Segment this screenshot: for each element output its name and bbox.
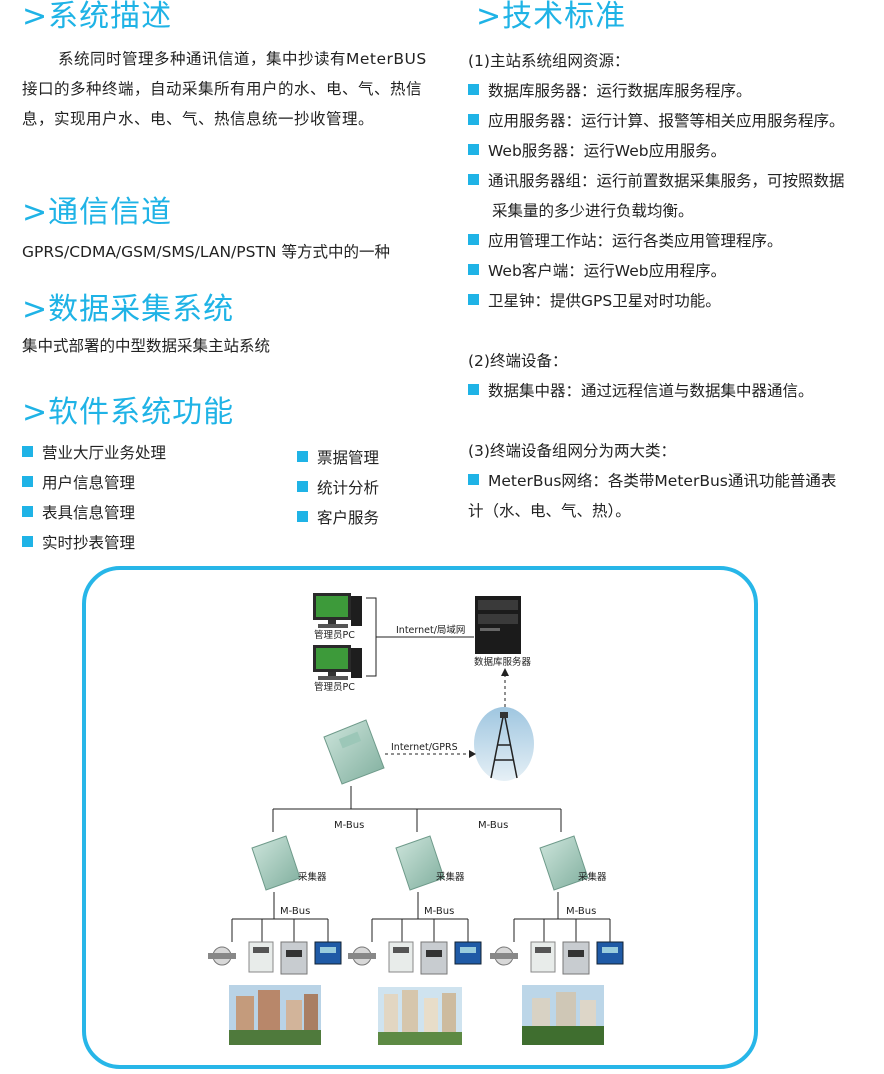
residential-building-photo-3	[522, 985, 604, 1045]
collector-1-label: 采集器	[298, 871, 327, 883]
data-concentrator-icon	[323, 719, 385, 785]
bullet-square-icon	[297, 451, 308, 462]
meter-group-1	[208, 941, 342, 975]
section-title-channels: >通信信道	[22, 195, 173, 230]
group1-header: (1)主站系统组网资源：	[468, 52, 630, 70]
data-collection-text: 集中式部署的中型数据采集主站系统	[22, 337, 271, 355]
bullet-square-icon	[468, 264, 479, 275]
meter-group-2	[348, 941, 482, 975]
section-title-data-collection: >数据采集系统	[22, 292, 235, 327]
residential-building-photo-2	[378, 987, 462, 1045]
database-server-label: 数据库服务器	[474, 656, 532, 668]
lan-link-label: Internet/局域网	[396, 624, 465, 636]
bullet-square-icon	[468, 84, 479, 95]
bullet-square-icon	[468, 384, 479, 395]
admin-pc-2-icon	[313, 645, 362, 680]
electricity-meter-icon	[248, 941, 274, 973]
residential-building-photo-1	[229, 985, 321, 1045]
list-item: 客户服务	[297, 503, 379, 533]
sub-bus-2	[371, 892, 469, 942]
database-server-icon	[475, 596, 521, 654]
list-item: 数据库服务器：运行数据库服务程序。	[468, 76, 880, 106]
bullet-square-icon	[468, 114, 479, 125]
bullet-square-icon	[468, 234, 479, 245]
list-item: 票据管理	[297, 443, 379, 473]
bullet-square-icon	[22, 506, 33, 517]
bullet-square-icon	[22, 536, 33, 547]
standards-body: (1)主站系统组网资源： 数据库服务器：运行数据库服务程序。 应用服务器：运行计…	[468, 46, 880, 526]
gprs-link-label: Internet/GPRS	[391, 742, 458, 753]
arrow-right-icon	[469, 750, 476, 758]
function-list-col2: 票据管理 统计分析 客户服务	[297, 443, 379, 533]
admin-pc-2-label: 管理员PC	[314, 681, 355, 693]
gas-meter-icon	[562, 941, 590, 975]
system-description-text: 系统同时管理多种通讯信道，集中抄读有MeterBUS接口的多种终端，自动采集所有…	[22, 50, 427, 128]
bullet-square-icon	[468, 144, 479, 155]
electricity-meter-icon	[530, 941, 556, 973]
main-mbus-label-left: M-Bus	[334, 820, 364, 831]
list-item: MeterBus网络：各类带MeterBus通讯功能普通表	[468, 466, 880, 496]
admin-pc-1-label: 管理员PC	[314, 629, 355, 641]
arrow-up-icon	[501, 668, 509, 676]
heat-meter-icon	[454, 941, 482, 965]
list-item: 用户信息管理	[22, 468, 166, 498]
list-item: 应用管理工作站：运行各类应用管理程序。	[468, 226, 880, 256]
water-meter-icon	[490, 946, 518, 966]
list-item: 卫星钟：提供GPS卫星对时功能。	[468, 286, 880, 316]
admin-pc-1-icon	[313, 593, 362, 628]
list-item: 统计分析	[297, 473, 379, 503]
bullet-square-icon	[297, 511, 308, 522]
pc-bracket-line	[366, 597, 377, 677]
bullet-square-icon	[22, 476, 33, 487]
bullet-square-icon	[468, 174, 479, 185]
bullet-square-icon	[22, 446, 33, 457]
collector-2-label: 采集器	[436, 871, 465, 883]
list-item: 应用服务器：运行计算、报警等相关应用服务程序。	[468, 106, 880, 136]
list-item: 数据集中器：通过远程信道与数据集中器通信。	[468, 376, 880, 406]
sub-bus-1	[231, 892, 329, 942]
gps-tower-icon	[474, 707, 534, 781]
water-meter-icon	[348, 946, 376, 966]
collector-3-label: 采集器	[578, 871, 607, 883]
bullet-square-icon	[297, 481, 308, 492]
function-list-col1: 营业大厅业务处理 用户信息管理 表具信息管理 实时抄表管理	[22, 438, 166, 558]
electricity-meter-icon	[388, 941, 414, 973]
list-item-continuation: 采集量的多少进行负载均衡。	[492, 202, 694, 220]
section-title-software-functions: >软件系统功能	[22, 395, 235, 430]
gas-meter-icon	[280, 941, 308, 975]
sub-bus-2-label: M-Bus	[424, 906, 454, 917]
main-mbus-label-right: M-Bus	[478, 820, 508, 831]
list-item: Web服务器：运行Web应用服务。	[468, 136, 880, 166]
list-item: 通讯服务器组：运行前置数据采集服务，可按照数据	[468, 166, 880, 196]
bullet-square-icon	[468, 294, 479, 305]
collector-1-icon	[251, 835, 301, 891]
bullet-square-icon	[468, 474, 479, 485]
water-meter-icon	[208, 946, 236, 966]
sub-bus-1-label: M-Bus	[280, 906, 310, 917]
list-item: 表具信息管理	[22, 498, 166, 528]
heat-meter-icon	[314, 941, 342, 965]
channels-text: GPRS/CDMA/GSM/SMS/LAN/PSTN 等方式中的一种	[22, 243, 390, 261]
diagram-frame	[82, 566, 758, 1069]
sub-bus-3	[513, 892, 611, 942]
heat-meter-icon	[596, 941, 624, 965]
section-title-technical-standards: >技术标准	[476, 0, 627, 34]
group3-header: (3)终端设备组网分为两大类：	[468, 442, 676, 460]
collector-2-icon	[395, 835, 445, 891]
section-title-system-description: >系统描述	[22, 0, 173, 34]
list-item-continuation: 计（水、电、气、热）。	[468, 502, 631, 520]
meter-group-3	[490, 941, 624, 975]
collector-3-icon	[539, 835, 589, 891]
list-item: Web客户端：运行Web应用程序。	[468, 256, 880, 286]
list-item: 实时抄表管理	[22, 528, 166, 558]
group2-header: (2)终端设备：	[468, 352, 568, 370]
sub-bus-3-label: M-Bus	[566, 906, 596, 917]
list-item: 营业大厅业务处理	[22, 438, 166, 468]
gas-meter-icon	[420, 941, 448, 975]
